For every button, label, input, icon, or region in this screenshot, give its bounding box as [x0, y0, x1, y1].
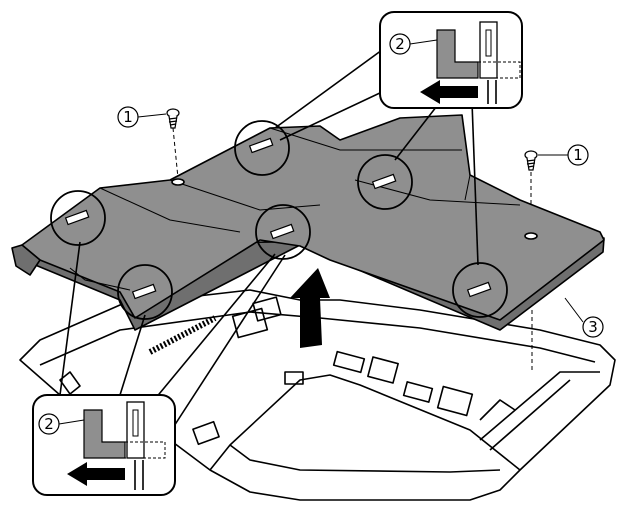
inset-bottom: 2: [32, 394, 176, 496]
svg-text:1: 1: [123, 108, 133, 126]
leader-lines: [59, 49, 479, 441]
screw-icon: [166, 108, 180, 129]
lower-frame: [19, 289, 616, 501]
svg-text:2: 2: [395, 35, 405, 53]
callout-screw-left: 1: [117, 106, 167, 128]
left-arrow-icon: [420, 80, 478, 104]
slot-marks: [64, 137, 492, 300]
slot-circle-left: [50, 190, 106, 246]
svg-text:1: 1: [573, 146, 583, 164]
left-arrow-icon: [67, 462, 125, 486]
slot-circle-top-center: [234, 120, 290, 176]
inset-top: 2: [379, 11, 523, 109]
slot-circle-right: [357, 154, 413, 210]
callout-cover: 3: [564, 297, 604, 338]
guide-lines: [172, 127, 533, 370]
svg-text:3: 3: [588, 318, 598, 336]
callout-inset-bottom: 2: [38, 413, 85, 435]
slot-circle-front-left: [117, 264, 173, 320]
slot-circle-front-right: [452, 262, 508, 318]
up-arrow-icon: [290, 268, 330, 348]
screw-icon: [524, 150, 538, 171]
callout-screw-right: 1: [538, 144, 589, 166]
callout-inset-top: 2: [389, 33, 438, 55]
svg-text:2: 2: [44, 415, 54, 433]
